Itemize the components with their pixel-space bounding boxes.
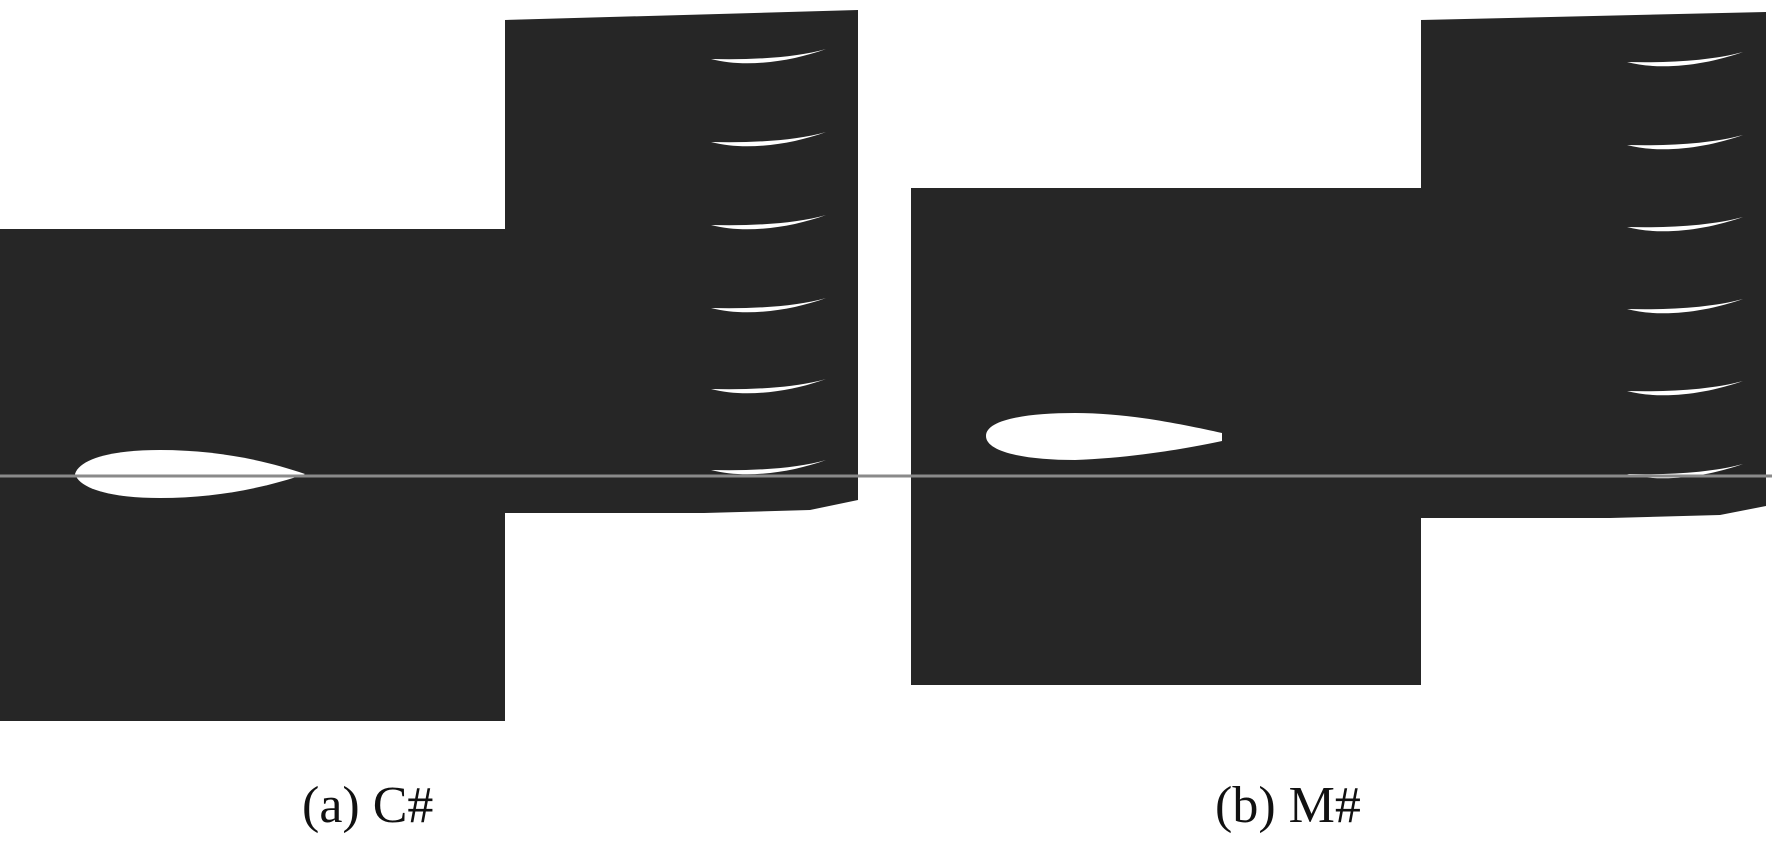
panel-a-domain bbox=[0, 10, 858, 721]
blade bbox=[1627, 135, 1743, 150]
blade bbox=[711, 49, 826, 64]
blade bbox=[711, 215, 826, 230]
panel-b-domain bbox=[911, 12, 1766, 685]
panel-b-caption: (b) M# bbox=[1215, 777, 1361, 834]
blade bbox=[1627, 52, 1743, 67]
panel-a-blade-row bbox=[711, 49, 826, 475]
blade bbox=[1627, 299, 1743, 314]
blade bbox=[711, 298, 826, 313]
blade bbox=[711, 379, 826, 394]
panel-a-airfoil bbox=[75, 450, 305, 498]
blade bbox=[711, 460, 826, 475]
panel-b bbox=[911, 12, 1766, 685]
blade bbox=[1627, 217, 1743, 232]
panel-b-airfoil bbox=[986, 413, 1222, 460]
panel-a-caption: (a) C# bbox=[302, 777, 434, 834]
blade bbox=[711, 132, 826, 147]
panel-a bbox=[0, 10, 858, 721]
blade bbox=[1627, 381, 1743, 396]
